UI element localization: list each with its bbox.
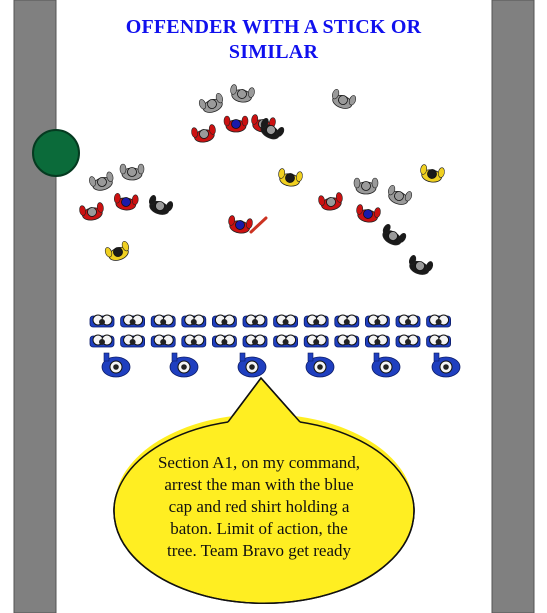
crowd-person-icon bbox=[318, 192, 343, 211]
crowd-person-icon bbox=[387, 184, 413, 205]
police-officer-shield-icon bbox=[89, 314, 115, 328]
crowd-person-icon bbox=[104, 240, 130, 261]
callout-text: Section A1, on my command, arrest the ma… bbox=[140, 452, 378, 562]
crowd-person-icon bbox=[408, 254, 434, 275]
title-line-2: SIMILAR bbox=[228, 41, 319, 63]
baton-icon bbox=[249, 216, 268, 234]
callout-line: baton. Limit of action, the bbox=[170, 519, 348, 538]
police-officer-shield-icon bbox=[181, 314, 207, 328]
police-officer-shield-icon bbox=[273, 314, 299, 328]
police-officer-shield-icon bbox=[89, 334, 115, 348]
police-arrest-team bbox=[101, 352, 461, 378]
police-officer-shield-icon bbox=[120, 334, 146, 348]
callout-line: arrest the man with the blue bbox=[164, 475, 354, 494]
callout-line: cap and red shirt holding a bbox=[168, 497, 350, 516]
crowd-person-icon bbox=[230, 84, 255, 103]
police-officer-icon bbox=[305, 352, 335, 378]
crowd-person-icon bbox=[89, 171, 114, 191]
crowd bbox=[79, 84, 445, 275]
offender-icon bbox=[228, 215, 253, 234]
right-road bbox=[491, 0, 535, 613]
tree-icon bbox=[32, 129, 80, 177]
crowd-person-icon bbox=[331, 88, 357, 109]
crowd-person-icon bbox=[191, 124, 216, 143]
police-officer-shield-icon bbox=[181, 334, 207, 348]
title-line-1: OFFENDER WITH A STICK OR bbox=[125, 16, 422, 38]
crowd-person-icon bbox=[148, 194, 174, 215]
police-officer-shield-icon bbox=[426, 334, 452, 348]
crowd-person-icon bbox=[420, 164, 445, 183]
police-officer-shield-icon bbox=[150, 314, 176, 328]
crowd-person-icon bbox=[278, 168, 303, 187]
crowd-person-icon bbox=[353, 177, 379, 195]
police-officer-shield-icon bbox=[364, 334, 390, 348]
police-officer-shield-icon bbox=[364, 314, 390, 328]
police-officer-icon bbox=[237, 352, 267, 378]
police-officer-shield-icon bbox=[211, 314, 237, 328]
police-officer-shield-icon bbox=[211, 334, 237, 348]
crowd-person-icon bbox=[79, 202, 104, 221]
crowd-person-icon bbox=[223, 115, 249, 133]
police-officer-shield-icon bbox=[395, 314, 421, 328]
offender-with-baton bbox=[228, 215, 268, 234]
crowd-person-icon bbox=[356, 204, 381, 223]
police-shield-line bbox=[89, 314, 452, 348]
police-officer-shield-icon bbox=[150, 334, 176, 348]
police-officer-shield-icon bbox=[426, 314, 452, 328]
callout-line: Section A1, on my command, bbox=[157, 453, 361, 472]
police-officer-shield-icon bbox=[273, 334, 299, 348]
crowd-person-icon bbox=[198, 92, 224, 113]
police-officer-shield-icon bbox=[242, 334, 268, 348]
police-officer-icon bbox=[371, 352, 401, 378]
police-officer-icon bbox=[101, 352, 131, 378]
police-officer-shield-icon bbox=[303, 334, 329, 348]
callout-line: tree. Team Bravo get ready bbox=[167, 541, 351, 560]
police-officer-shield-icon bbox=[334, 314, 360, 328]
crowd-person-icon bbox=[260, 118, 285, 140]
crowd-person-icon bbox=[113, 192, 139, 211]
police-officer-shield-icon bbox=[242, 314, 268, 328]
police-officer-icon bbox=[169, 352, 199, 378]
police-officer-icon bbox=[431, 352, 461, 378]
police-officer-shield-icon bbox=[303, 314, 329, 328]
crowd-person-icon bbox=[119, 163, 145, 181]
police-officer-shield-icon bbox=[120, 314, 146, 328]
crowd-person-icon bbox=[382, 224, 407, 246]
left-road bbox=[13, 0, 57, 613]
police-officer-shield-icon bbox=[334, 334, 360, 348]
police-officer-shield-icon bbox=[395, 334, 421, 348]
